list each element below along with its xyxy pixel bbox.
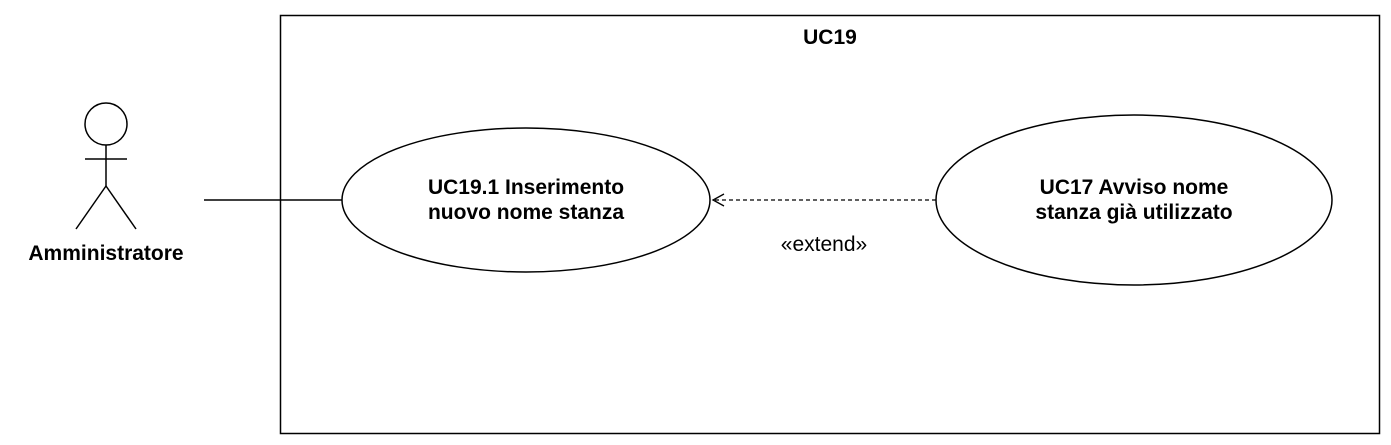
use-case-primary-line2: nuovo nome stanza: [428, 201, 624, 224]
actor-left-leg: [75, 185, 107, 230]
system-title: UC19: [803, 26, 857, 49]
actor-right-leg: [105, 185, 137, 230]
use-case-extension-line2: stanza già utilizzato: [1035, 201, 1232, 224]
use-case-primary-line1: UC19.1 Inserimento: [428, 176, 624, 199]
use-case-extension[interactable]: [935, 114, 1333, 286]
use-case-extension-line1: UC17 Avviso nome: [1040, 176, 1229, 199]
actor-head: [84, 102, 128, 146]
extend-arrowhead-icon: [711, 193, 725, 207]
actor-name: Amministratore: [28, 242, 183, 265]
actor-figure[interactable]: [75, 102, 137, 230]
extend-label: «extend»: [781, 233, 867, 256]
use-case-primary[interactable]: [341, 127, 711, 273]
